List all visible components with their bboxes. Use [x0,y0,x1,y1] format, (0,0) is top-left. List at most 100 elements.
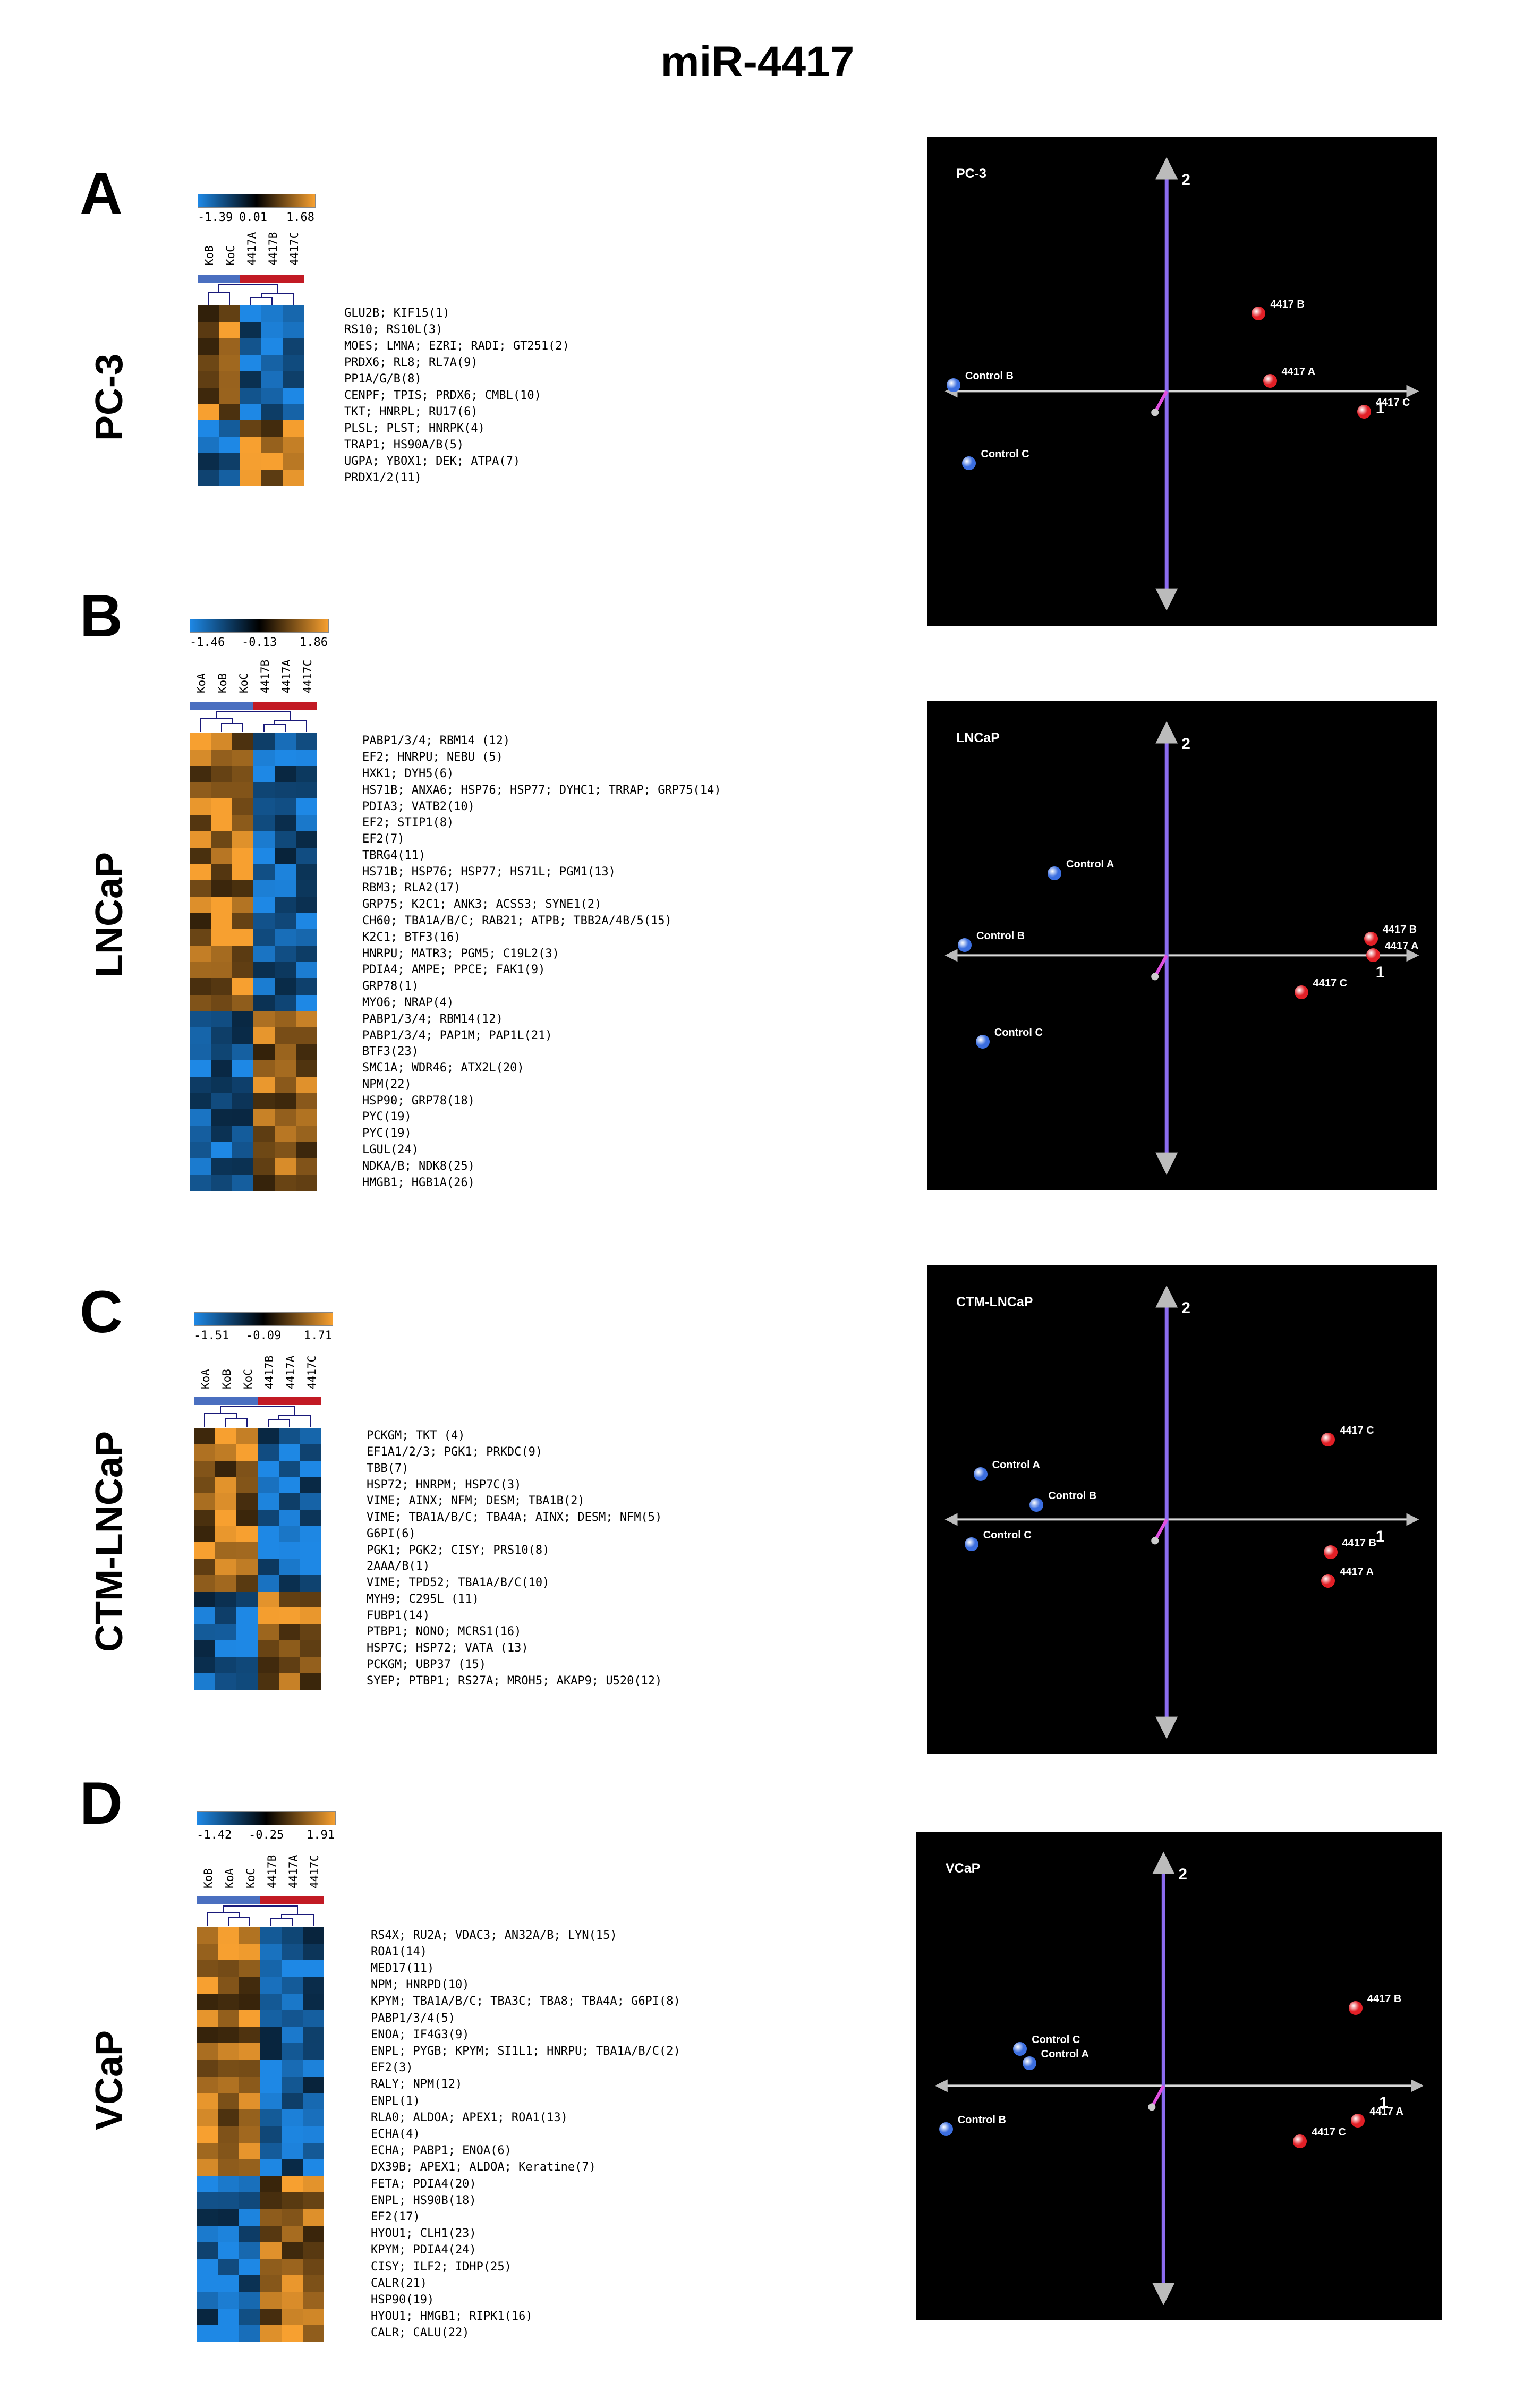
heatmap-cell [253,896,275,914]
heatmap-cell [253,962,275,979]
heatmap-cell [283,404,304,421]
heatmap-cell [279,1460,300,1477]
heatmap-cell [219,453,240,470]
heatmap-cell [190,749,211,767]
heatmap-cell [260,2242,282,2259]
heatmap-cell [253,1043,275,1061]
control-group-bar [190,702,253,710]
figure-title: miR-4417 [660,38,855,86]
heatmap-cell [261,305,283,322]
pca-point [1364,932,1378,946]
heatmap-cell [190,929,211,946]
heatmap-cell [211,1043,232,1061]
heatmap-cell [300,1607,321,1624]
heatmap-cell [232,1142,253,1159]
heatmap-cell [260,2308,282,2326]
heatmap-cell [240,437,261,454]
pc1-axis-label: 1 [1379,2094,1388,2112]
heatmap-cell [198,453,219,470]
heatmap-cell [215,1640,236,1657]
sample-column-label: KoB [203,245,216,266]
heatmap-cell [218,1960,239,1978]
heatmap-cell [279,1477,300,1494]
heatmap-cell [232,1043,253,1061]
heatmap-cell [236,1559,258,1576]
heatmap-cell [275,765,296,782]
heatmap-cell [253,1027,275,1044]
gene-label: MED17(11) [371,1962,435,1975]
heatmap-cell [260,1960,282,1978]
heatmap-cell [275,946,296,963]
pca-point-label: 4417 A [1384,940,1419,952]
heatmap-cell [236,1542,258,1559]
heatmap-cell [282,2109,303,2126]
heatmap-cell [211,1093,232,1110]
heatmap-cell [275,994,296,1011]
heatmap-cell [240,404,261,421]
heatmap-cell [300,1575,321,1592]
pca-point-label: Control C [983,1529,1032,1541]
heatmap-cell [282,2159,303,2176]
pca-point [973,1467,988,1482]
heatmap-cell [296,1060,317,1077]
heatmap-cell [260,2043,282,2061]
heatmap-cell [211,782,232,799]
heatmap-cell [211,1175,232,1192]
mir-group-bar [258,1397,321,1405]
heatmap-cell [194,1460,215,1477]
gene-label: PP1A/G/B(8) [344,372,422,386]
heatmap-cell [258,1640,279,1657]
heatmap-cell [282,2292,303,2309]
heatmap-cell [260,2192,282,2209]
gene-label: LGUL(24) [362,1143,419,1157]
heatmap-cell [219,387,240,404]
heatmap-cell [300,1509,321,1526]
heatmap-cell [218,2308,239,2326]
heatmap-cell [232,1175,253,1192]
gene-label: DX39B; APEX1; ALDOA; Keratine(7) [371,2160,596,2174]
heatmap-cell [258,1460,279,1477]
heatmap-cell [303,2076,324,2094]
heatmap-cell [218,1993,239,2011]
panel-letter: A [80,160,123,227]
heatmap-cell [300,1460,321,1477]
heatmap-cell [194,1656,215,1673]
heatmap-cell [296,798,317,815]
scale-min: -1.39 [198,211,233,224]
heatmap-cell [282,2325,303,2342]
heatmap [197,1927,324,2342]
pca-canvas [944,721,1419,1175]
pca-point-label: Control B [965,370,1014,382]
heatmap-cell [296,1109,317,1126]
pca-point-label: Control C [994,1026,1043,1039]
heatmap-cell [190,913,211,930]
heatmap-cell [239,1960,260,1978]
heatmap-cell [258,1428,279,1445]
heatmap-cell [211,1109,232,1126]
heatmap-cell [253,831,275,848]
heatmap-cell [260,2325,282,2342]
heatmap-cell [282,2225,303,2243]
mir-group-bar [240,275,304,283]
pca-point [1321,1574,1335,1588]
gene-label: RS10; RS10L(3) [344,323,443,337]
heatmap-cell [258,1607,279,1624]
heatmap-cell [236,1624,258,1641]
heatmap-cell [303,2242,324,2259]
heatmap-cell [253,864,275,881]
heatmap-cell [253,978,275,995]
heatmap-cell [282,1960,303,1978]
heatmap-cell [261,420,283,437]
gene-label: HSP72; HNRPM; HSP7C(3) [367,1478,522,1492]
heatmap-cell [218,2060,239,2077]
gene-label: EF1A1/2/3; PGK1; PRKDC(9) [367,1445,543,1459]
column-dendrogram [207,1905,314,1926]
heatmap-cell [236,1575,258,1592]
gene-label: ENPL; HS90B(18) [371,2193,476,2207]
heatmap-cell [190,1093,211,1110]
heatmap-cell [282,2209,303,2226]
heatmap-cell [253,929,275,946]
heatmap-cell [197,2126,218,2143]
gene-label: ECHA; PABP1; ENOA(6) [371,2144,512,2158]
